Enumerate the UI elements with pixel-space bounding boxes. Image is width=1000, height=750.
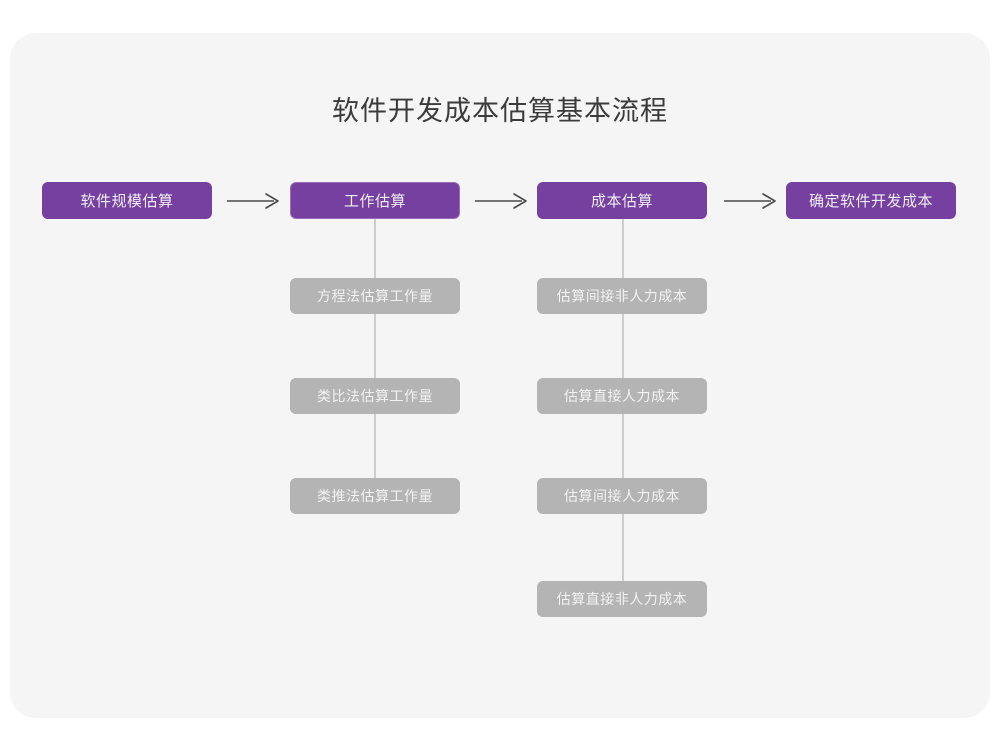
diagram-panel (10, 33, 990, 718)
node-cost-estimation[interactable]: 成本估算 (537, 182, 707, 219)
node-label: 类推法估算工作量 (317, 488, 433, 504)
arrow-step2-to-step3 (474, 189, 530, 213)
connector-line-work-branch (374, 218, 376, 500)
node-label: 工作估算 (343, 193, 406, 210)
node-label: 软件规模估算 (80, 193, 174, 210)
node-inference-method-workload[interactable]: 类推法估算工作量 (290, 478, 460, 514)
node-label: 估算直接非人力成本 (556, 591, 688, 607)
node-direct-labor-cost[interactable]: 估算直接人力成本 (537, 378, 707, 414)
node-indirect-labor-cost[interactable]: 估算间接人力成本 (537, 478, 707, 514)
arrow-step1-to-step2 (226, 189, 282, 213)
node-work-estimation[interactable]: 工作估算 (290, 182, 460, 219)
arrow-step3-to-step4 (723, 189, 779, 213)
node-label: 估算间接非人力成本 (556, 288, 688, 304)
page-title: 软件开发成本估算基本流程 (332, 96, 668, 126)
node-label: 成本估算 (590, 193, 653, 210)
node-indirect-non-labor-cost[interactable]: 估算间接非人力成本 (537, 278, 707, 314)
node-label: 方程法估算工作量 (317, 288, 433, 304)
node-label: 确定软件开发成本 (808, 193, 933, 210)
node-analogy-method-workload[interactable]: 类比法估算工作量 (290, 378, 460, 414)
node-determine-development-cost[interactable]: 确定软件开发成本 (786, 182, 956, 219)
node-direct-non-labor-cost[interactable]: 估算直接非人力成本 (537, 581, 707, 617)
node-software-size-estimation[interactable]: 软件规模估算 (42, 182, 212, 219)
node-label: 估算直接人力成本 (564, 388, 680, 404)
node-equation-method-workload[interactable]: 方程法估算工作量 (290, 278, 460, 314)
node-label: 估算间接人力成本 (564, 488, 680, 504)
node-label: 类比法估算工作量 (317, 388, 433, 404)
